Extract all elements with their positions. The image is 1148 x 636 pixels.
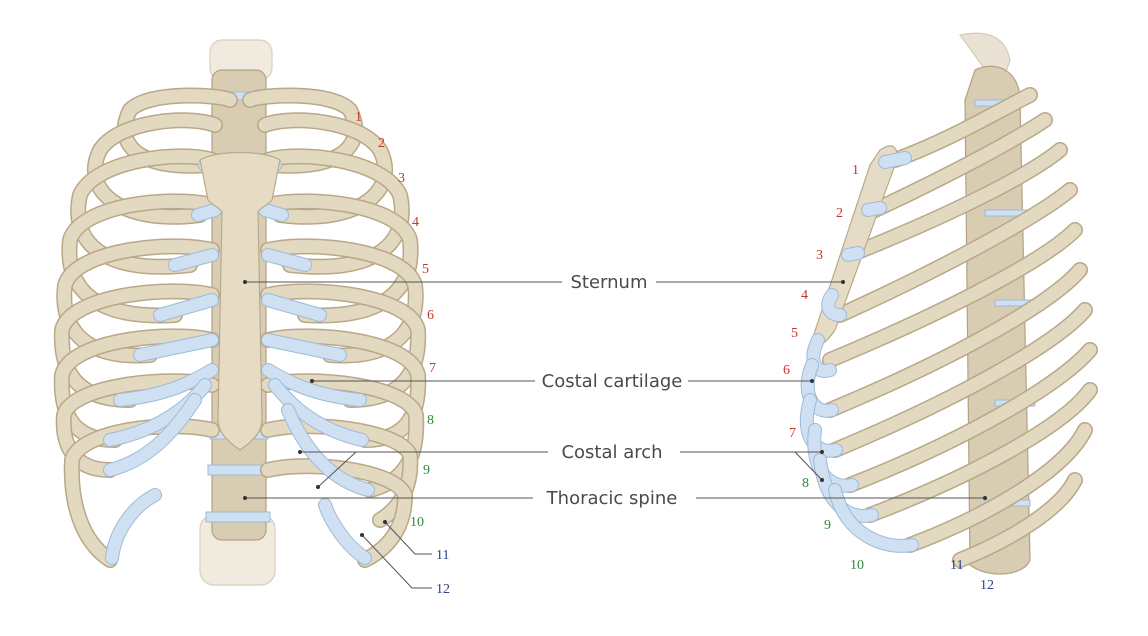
costal-arch-dot-right-1 — [820, 450, 824, 454]
costal-arch-leader-left-branch — [317, 451, 357, 488]
sternum-dot-right — [841, 280, 845, 284]
cartilage-dot-left — [310, 379, 314, 383]
rib12-dot — [360, 533, 364, 537]
front-rib-numbers: 1 2 3 4 5 6 7 8 9 10 11 12 — [355, 110, 450, 597]
front-rib-number-10: 10 — [410, 515, 424, 530]
rib11-dot — [383, 520, 387, 524]
spine-dot-left — [243, 496, 247, 500]
front-rib-number-11: 11 — [436, 548, 449, 563]
side-view-rib-cage — [799, 32, 1098, 575]
front-ribs-left — [53, 87, 238, 568]
side-rib-number-6: 6 — [783, 363, 790, 378]
rib12-leader — [361, 534, 432, 589]
side-rib-number-1: 1 — [852, 163, 859, 178]
side-rib-number-8: 8 — [802, 476, 809, 491]
side-rib-number-9: 9 — [824, 518, 831, 533]
side-costal-cartilages — [799, 151, 919, 553]
front-rib-number-3: 3 — [398, 171, 405, 186]
label-costal-arch: Costal arch — [561, 442, 662, 463]
side-rib-number-3: 3 — [816, 248, 823, 263]
front-sternum — [199, 151, 281, 451]
side-ribs — [822, 87, 1098, 568]
cartilage-dot-right — [810, 379, 814, 383]
structure-labels: Sternum Costal cartilage Costal arch Tho… — [542, 272, 683, 509]
front-rib-number-2: 2 — [378, 136, 385, 151]
leader-lines — [243, 280, 987, 589]
label-thoracic-spine: Thoracic spine — [546, 488, 678, 509]
label-costal-cartilage: Costal cartilage — [542, 371, 683, 392]
front-rib-number-9: 9 — [423, 463, 430, 478]
front-rib-number-1: 1 — [355, 110, 362, 125]
front-rib-number-12: 12 — [436, 582, 450, 597]
front-rib-number-4: 4 — [412, 215, 419, 230]
front-rib-number-8: 8 — [427, 413, 434, 428]
side-rib-number-12: 12 — [980, 578, 994, 593]
rib11-leader — [384, 521, 432, 555]
spine-dot-right — [983, 496, 987, 500]
side-rib-number-10: 10 — [850, 558, 864, 573]
side-rib-number-5: 5 — [791, 326, 798, 341]
costal-arch-dot-right-2 — [820, 478, 824, 482]
sternum-dot-left — [243, 280, 247, 284]
front-view-rib-cage — [53, 39, 427, 586]
side-rib-number-11: 11 — [950, 558, 963, 573]
front-rib-number-6: 6 — [427, 308, 434, 323]
costal-arch-dot-left-2 — [316, 485, 320, 489]
side-rib-numbers: 1 2 3 4 5 6 7 8 9 10 11 12 — [783, 163, 994, 593]
front-costal-cartilages — [103, 158, 375, 565]
side-rib-number-4: 4 — [801, 288, 808, 303]
costal-arch-dot-left-1 — [298, 450, 302, 454]
costal-arch-leader-right-branch — [794, 451, 823, 481]
side-rib-number-2: 2 — [836, 206, 843, 221]
front-rib-number-5: 5 — [422, 262, 429, 277]
side-rib-number-7: 7 — [789, 426, 796, 441]
label-sternum: Sternum — [571, 272, 648, 293]
front-rib-number-7: 7 — [429, 361, 436, 376]
